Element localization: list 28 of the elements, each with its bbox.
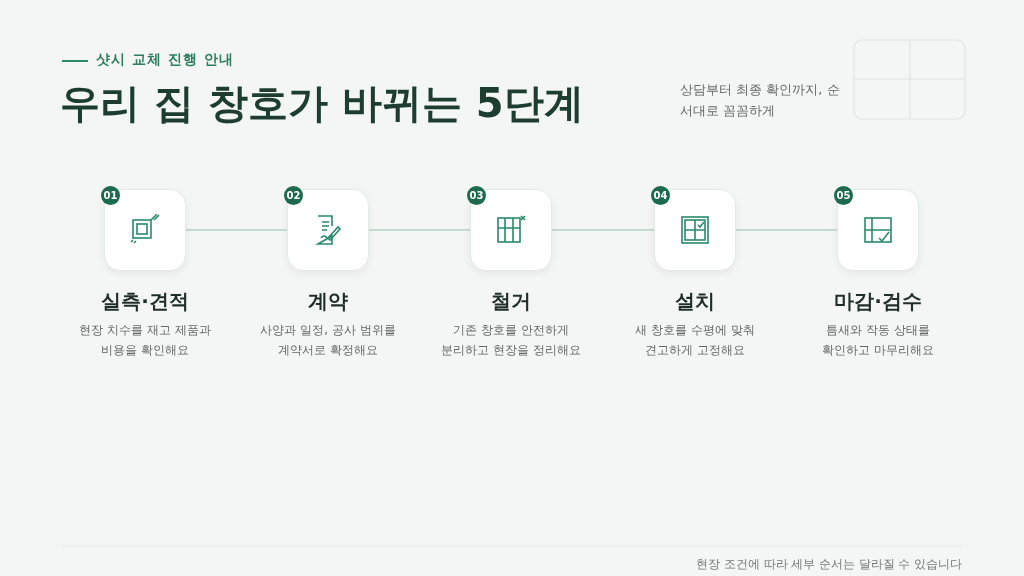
step-number: 01 bbox=[101, 186, 120, 205]
step-title: 실측·견적 bbox=[100, 288, 190, 315]
step-description: 기존 창호를 안전하게 분리하고 현장을 정리해요 bbox=[440, 322, 582, 359]
step-card bbox=[654, 189, 736, 271]
step-number: 05 bbox=[834, 186, 853, 205]
step-description: 틈새와 작동 상태를 확인하고 마무리해요 bbox=[821, 322, 935, 359]
subtitle: 상담부터 최종 확인까지, 순서대로 꼼꼼하게 bbox=[680, 81, 841, 120]
step-number: 02 bbox=[284, 186, 303, 205]
step-description: 사양과 일정, 공사 범위를 계약서로 확정해요 bbox=[259, 322, 397, 359]
step-card bbox=[287, 189, 369, 271]
step-title: 철거 bbox=[490, 288, 532, 315]
step-title: 계약 bbox=[307, 288, 349, 315]
step-card bbox=[837, 189, 919, 271]
step-description: 현장 치수를 재고 제품과 비용을 확인해요 bbox=[78, 322, 212, 359]
step-card bbox=[470, 189, 552, 271]
step-number: 03 bbox=[467, 186, 486, 205]
footnote: 현장 조건에 따라 세부 순서는 달라질 수 있습니다 bbox=[696, 557, 962, 572]
eyebrow-text: 샷시 교체 진행 안내 bbox=[96, 51, 234, 69]
step-title: 설치 bbox=[674, 288, 716, 315]
step-title: 마감·검수 bbox=[833, 288, 923, 315]
connector-line bbox=[735, 229, 838, 231]
step-card bbox=[104, 189, 186, 271]
step-description: 새 창호를 수평에 맞춰 견고하게 고정해요 bbox=[634, 322, 756, 359]
step-number: 04 bbox=[651, 186, 670, 205]
title: 우리 집 창호가 바뀌는 5단계 bbox=[60, 79, 584, 128]
connector-line bbox=[185, 229, 288, 231]
connector-line bbox=[368, 229, 471, 231]
connector-line bbox=[551, 229, 655, 231]
